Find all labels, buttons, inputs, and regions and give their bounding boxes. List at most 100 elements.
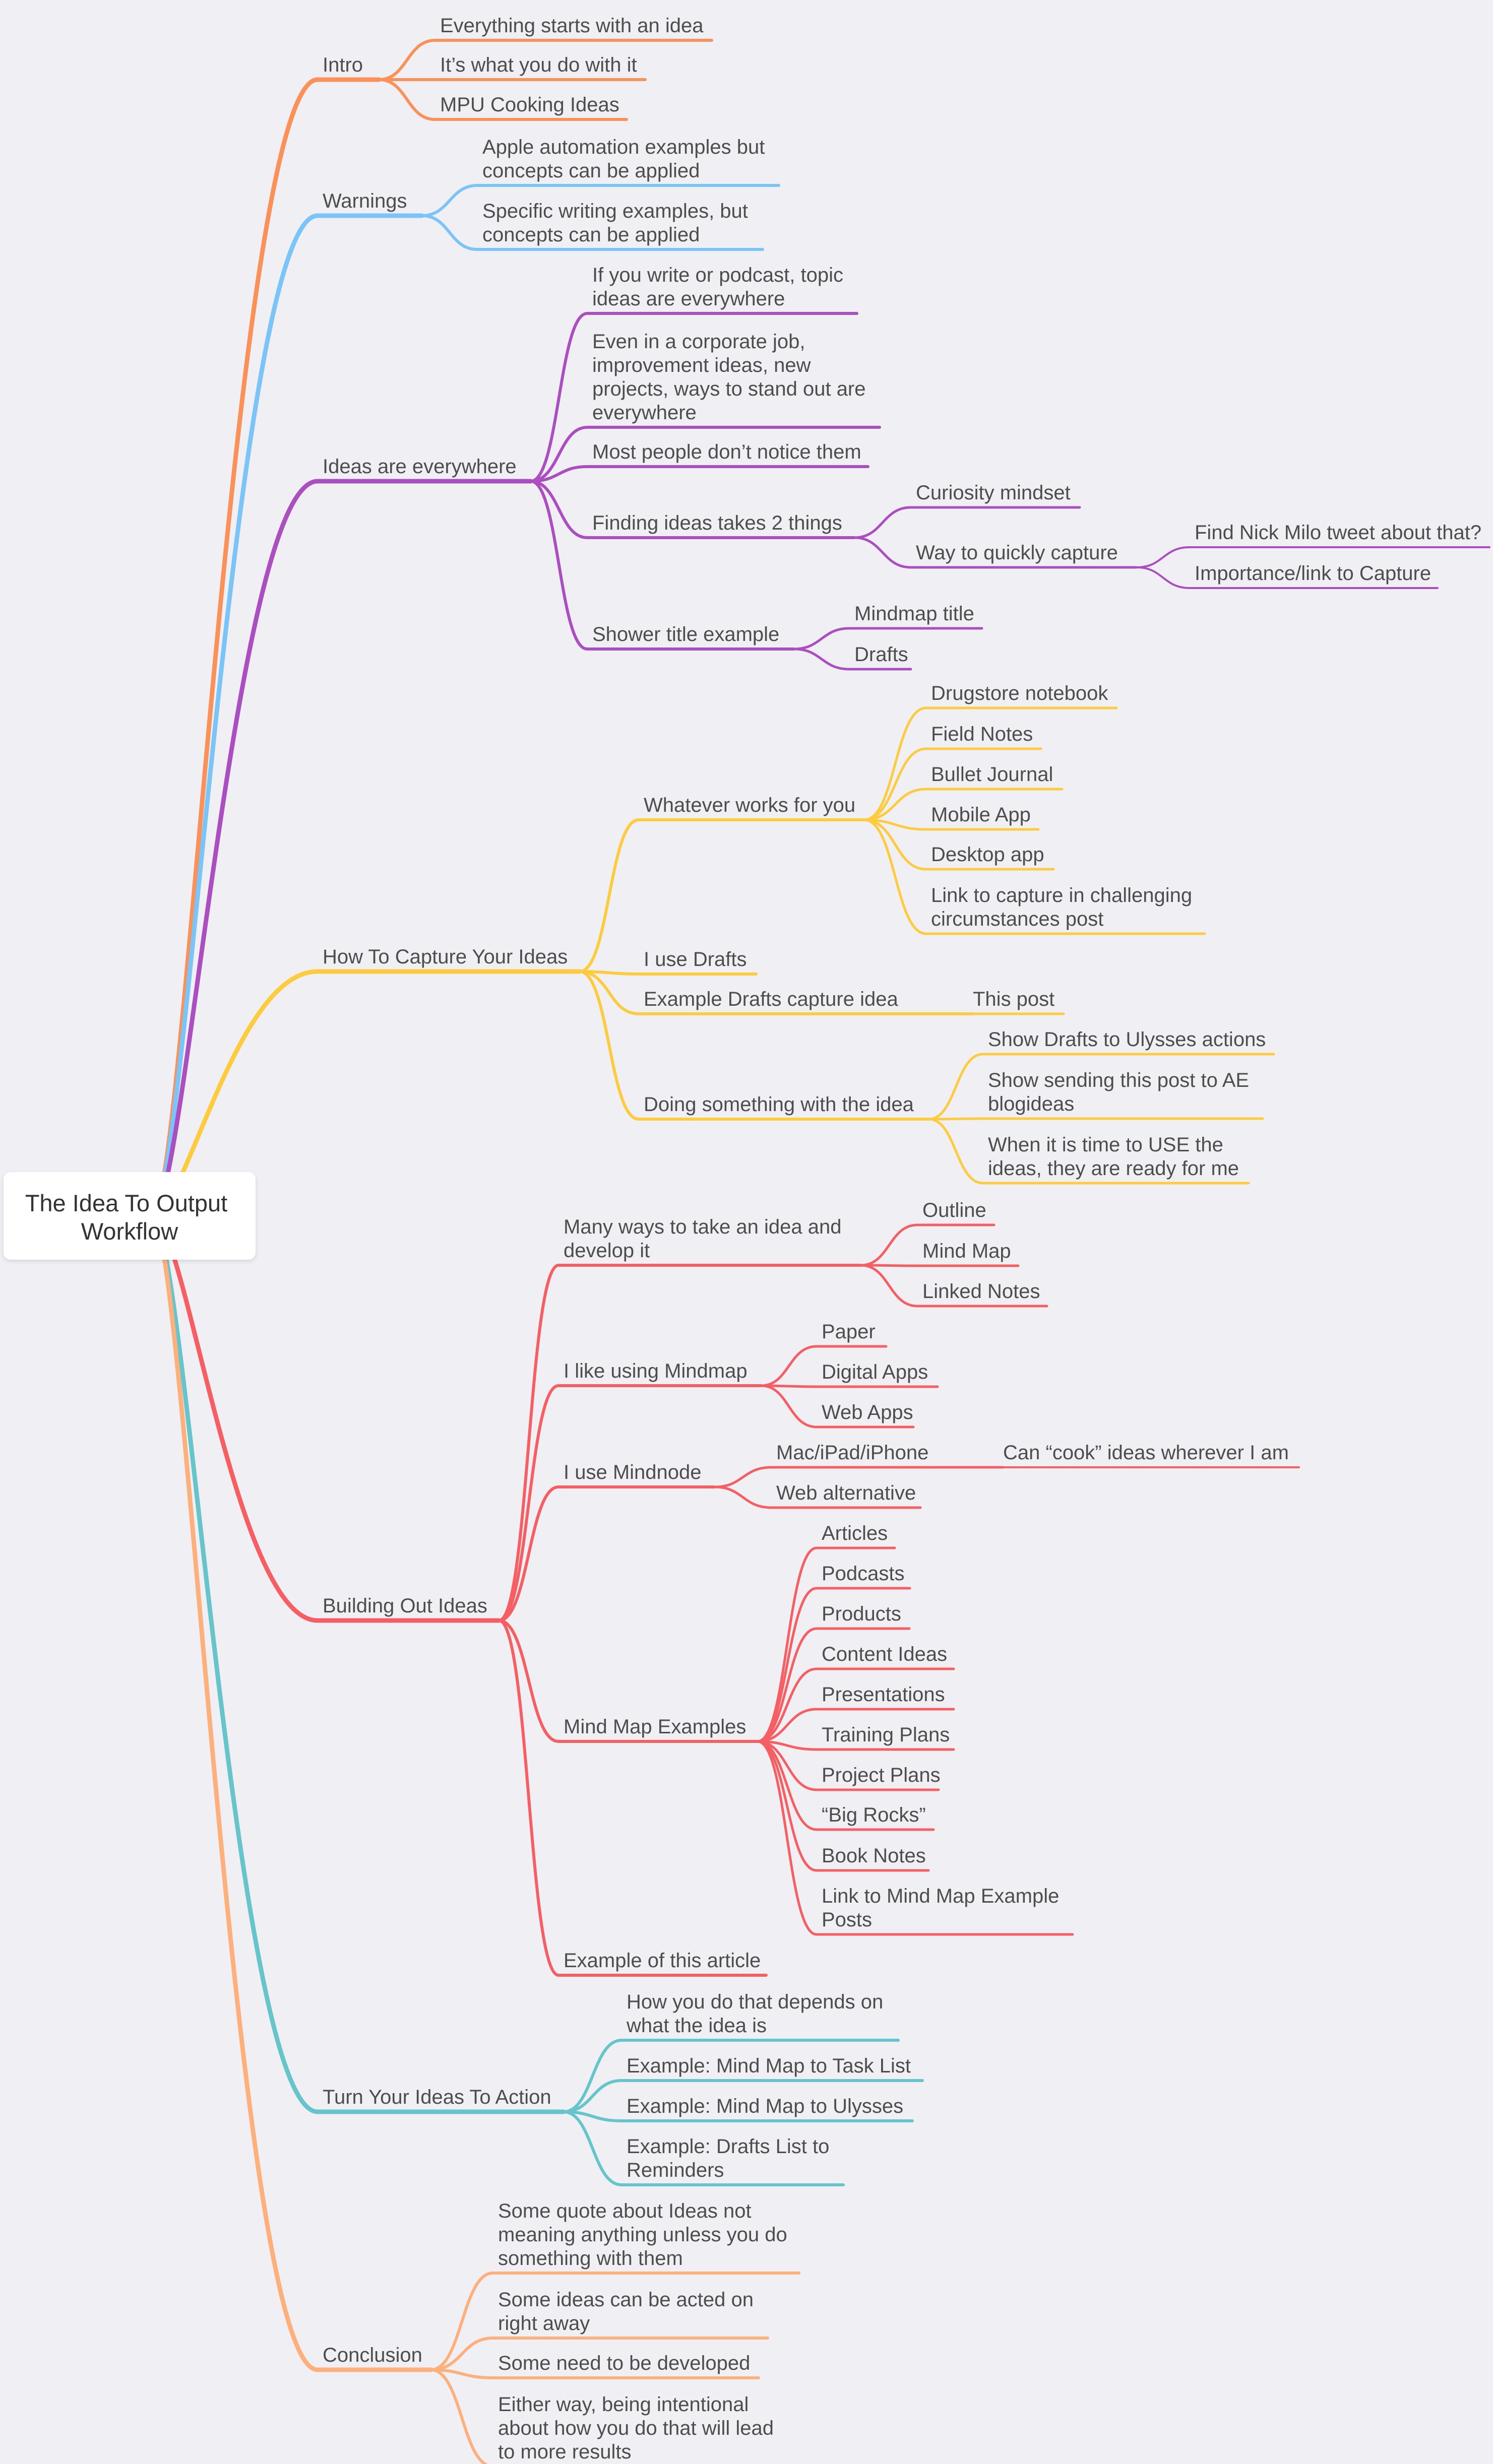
node-build-4-8[interactable]: “Big Rocks” bbox=[822, 1804, 926, 1826]
branch-connector bbox=[562, 2110, 623, 2186]
node-cap-3[interactable]: Example Drafts capture idea bbox=[644, 988, 898, 1010]
branch-connector bbox=[1136, 546, 1191, 568]
node-ideas[interactable]: Ideas are everywhere bbox=[323, 456, 517, 478]
node-label: Example: Mind Map to Task List bbox=[627, 2055, 911, 2077]
node-label: Example Drafts capture idea bbox=[644, 988, 898, 1010]
node-label-line: Book Notes bbox=[822, 1845, 926, 1867]
node-ideas-4-1[interactable]: Curiosity mindset bbox=[916, 482, 1071, 504]
node-act-2[interactable]: Example: Mind Map to Task List bbox=[627, 2055, 911, 2077]
node-cap-1-1[interactable]: Drugstore notebook bbox=[931, 682, 1108, 704]
branch-connector bbox=[756, 1667, 818, 1743]
node-build-4-4[interactable]: Content Ideas bbox=[822, 1643, 947, 1665]
node-cap-1[interactable]: Whatever works for you bbox=[644, 794, 855, 816]
node-build-4-9[interactable]: Book Notes bbox=[822, 1845, 926, 1867]
node-cap-1-4[interactable]: Mobile App bbox=[931, 804, 1031, 826]
node-warnings[interactable]: Warnings bbox=[323, 190, 407, 212]
node-intro-1[interactable]: Everything starts with an idea bbox=[440, 15, 704, 37]
node-ideas-5-2[interactable]: Drafts bbox=[854, 643, 908, 666]
node-ideas-3[interactable]: Most people don’t notice them bbox=[592, 441, 861, 463]
node-intro-3[interactable]: MPU Cooking Ideas bbox=[440, 94, 619, 116]
node-cap-3-1[interactable]: This post bbox=[973, 988, 1054, 1010]
node-label-line: develop it bbox=[564, 1240, 650, 1262]
node-label-line: Everything starts with an idea bbox=[440, 15, 704, 37]
node-build-1-3[interactable]: Linked Notes bbox=[922, 1280, 1040, 1303]
node-label: Building Out Ideas bbox=[323, 1595, 487, 1617]
node-ideas-5[interactable]: Shower title example bbox=[592, 623, 779, 645]
node-label: Web alternative bbox=[776, 1482, 916, 1504]
node-label: MPU Cooking Ideas bbox=[440, 94, 619, 116]
node-intro-2[interactable]: It’s what you do with it bbox=[440, 54, 637, 76]
node-act-3[interactable]: Example: Mind Map to Ulysses bbox=[627, 2095, 903, 2117]
node-label-line: Most people don’t notice them bbox=[592, 441, 861, 463]
node-ideas-4-2-1[interactable]: Find Nick Milo tweet about that? bbox=[1195, 522, 1481, 544]
node-conclusion[interactable]: Conclusion bbox=[323, 2344, 422, 2366]
node-cap-1-3[interactable]: Bullet Journal bbox=[931, 763, 1053, 786]
node-build-4-6[interactable]: Training Plans bbox=[822, 1724, 950, 1746]
node-build-4-3[interactable]: Products bbox=[822, 1603, 901, 1625]
node-cap-4[interactable]: Doing something with the idea bbox=[644, 1093, 914, 1116]
node-label-line: to more results bbox=[498, 2441, 632, 2463]
node-label: Way to quickly capture bbox=[916, 542, 1118, 564]
node-label-line: Way to quickly capture bbox=[916, 542, 1118, 564]
node-cap-4-1[interactable]: Show Drafts to Ulysses actions bbox=[988, 1028, 1266, 1051]
node-label-line: Link to Mind Map Example bbox=[822, 1885, 1059, 1907]
node-build-1-2[interactable]: Mind Map bbox=[922, 1240, 1011, 1262]
node-cap-1-5[interactable]: Desktop app bbox=[931, 844, 1044, 866]
node-action[interactable]: Turn Your Ideas To Action bbox=[323, 2086, 551, 2108]
root-node[interactable]: The Idea To Output Workflow bbox=[4, 1172, 256, 1260]
node-capture[interactable]: How To Capture Your Ideas bbox=[323, 946, 568, 968]
node-cap-2[interactable]: I use Drafts bbox=[644, 948, 747, 970]
node-ideas-2[interactable]: Even in a corporate job,improvement idea… bbox=[592, 331, 866, 424]
node-label-line: Drugstore notebook bbox=[931, 682, 1108, 704]
node-label-line: right away bbox=[498, 2312, 590, 2335]
node-build-5[interactable]: Example of this article bbox=[564, 1950, 761, 1972]
branch-connector bbox=[853, 506, 912, 539]
node-con-3[interactable]: Some need to be developed bbox=[498, 2352, 750, 2374]
node-build-2-2[interactable]: Digital Apps bbox=[822, 1361, 928, 1383]
node-label: This post bbox=[973, 988, 1054, 1010]
node-label-line: Reminders bbox=[627, 2159, 724, 2181]
node-build-4-5[interactable]: Presentations bbox=[822, 1683, 945, 1706]
node-label-line: Link to capture in challenging bbox=[931, 884, 1192, 906]
node-build-3[interactable]: I use Mindnode bbox=[564, 1461, 702, 1483]
node-ideas-5-1[interactable]: Mindmap title bbox=[854, 603, 974, 625]
node-label-line: Building Out Ideas bbox=[323, 1595, 487, 1617]
node-build-3-1[interactable]: Mac/iPad/iPhone bbox=[776, 1442, 928, 1464]
node-cap-1-2[interactable]: Field Notes bbox=[931, 723, 1033, 745]
node-build-3-2[interactable]: Web alternative bbox=[776, 1482, 916, 1504]
node-build[interactable]: Building Out Ideas bbox=[323, 1595, 487, 1617]
node-build-1-1[interactable]: Outline bbox=[922, 1199, 986, 1221]
node-build-2[interactable]: I like using Mindmap bbox=[564, 1360, 748, 1382]
node-ideas-4-2-2[interactable]: Importance/link to Capture bbox=[1195, 562, 1431, 585]
node-build-4-2[interactable]: Podcasts bbox=[822, 1563, 905, 1585]
node-label: Outline bbox=[922, 1199, 986, 1221]
node-build-4-7[interactable]: Project Plans bbox=[822, 1764, 941, 1786]
node-label-line: Desktop app bbox=[931, 844, 1044, 866]
node-build-2-1[interactable]: Paper bbox=[822, 1321, 876, 1343]
node-label-line: Finding ideas takes 2 things bbox=[592, 512, 842, 534]
node-build-2-3[interactable]: Web Apps bbox=[822, 1401, 913, 1423]
node-build-3-1-1[interactable]: Can “cook” ideas wherever I am bbox=[1003, 1442, 1289, 1464]
node-ideas-4-2[interactable]: Way to quickly capture bbox=[916, 542, 1118, 564]
branch-connector bbox=[760, 1384, 818, 1429]
node-ideas-4[interactable]: Finding ideas takes 2 things bbox=[592, 512, 842, 534]
node-label-line: Curiosity mindset bbox=[916, 482, 1071, 504]
branch-connector bbox=[420, 184, 479, 217]
node-build-4[interactable]: Mind Map Examples bbox=[564, 1716, 746, 1738]
node-build-4-1[interactable]: Articles bbox=[822, 1522, 888, 1544]
node-intro[interactable]: Intro bbox=[323, 54, 363, 76]
